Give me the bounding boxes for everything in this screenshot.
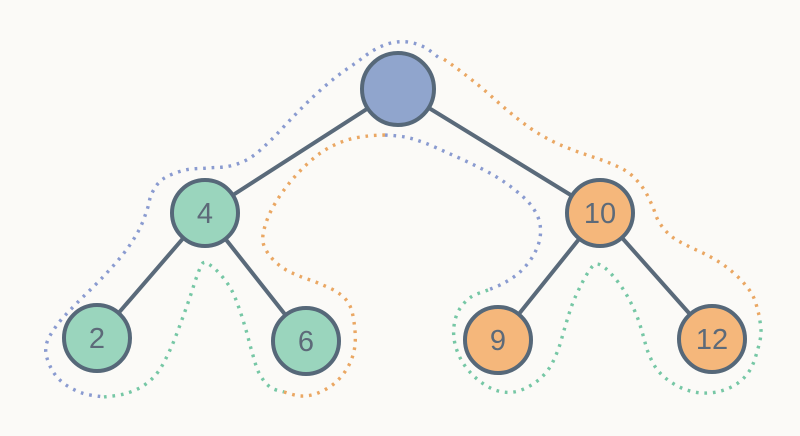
node-12-circle <box>677 304 747 374</box>
node-4-circle <box>170 178 240 248</box>
tree-node-4: 4 <box>170 178 240 248</box>
edge-root-left <box>203 87 400 215</box>
tree-node-9: 9 <box>463 305 533 375</box>
node-2-label: 2 <box>89 323 105 355</box>
node-10-circle <box>565 178 635 248</box>
node-9-label: 9 <box>490 325 506 357</box>
node-12-label: 12 <box>696 324 728 356</box>
node-6-circle <box>271 306 341 376</box>
traversal-contours <box>44 39 763 399</box>
node-10-label: 10 <box>584 198 616 230</box>
edge-root-right <box>396 87 602 215</box>
contour-hump-2-6 <box>103 260 285 399</box>
node-2-circle <box>62 303 132 373</box>
tree-node-root <box>360 51 436 127</box>
tree-node-10: 10 <box>565 178 635 248</box>
contour-valley-right <box>384 133 543 292</box>
root-node-circle <box>360 51 436 127</box>
tree-node-12: 12 <box>677 304 747 374</box>
node-6-label: 6 <box>298 326 314 358</box>
contour-hump-9-12 <box>451 262 763 395</box>
node-4-label: 4 <box>197 198 213 230</box>
node-9-circle <box>463 305 533 375</box>
tree-node-2: 2 <box>62 303 132 373</box>
tree-node-6: 6 <box>271 306 341 376</box>
tree-nodes: 4 10 2 6 9 12 <box>62 51 747 376</box>
